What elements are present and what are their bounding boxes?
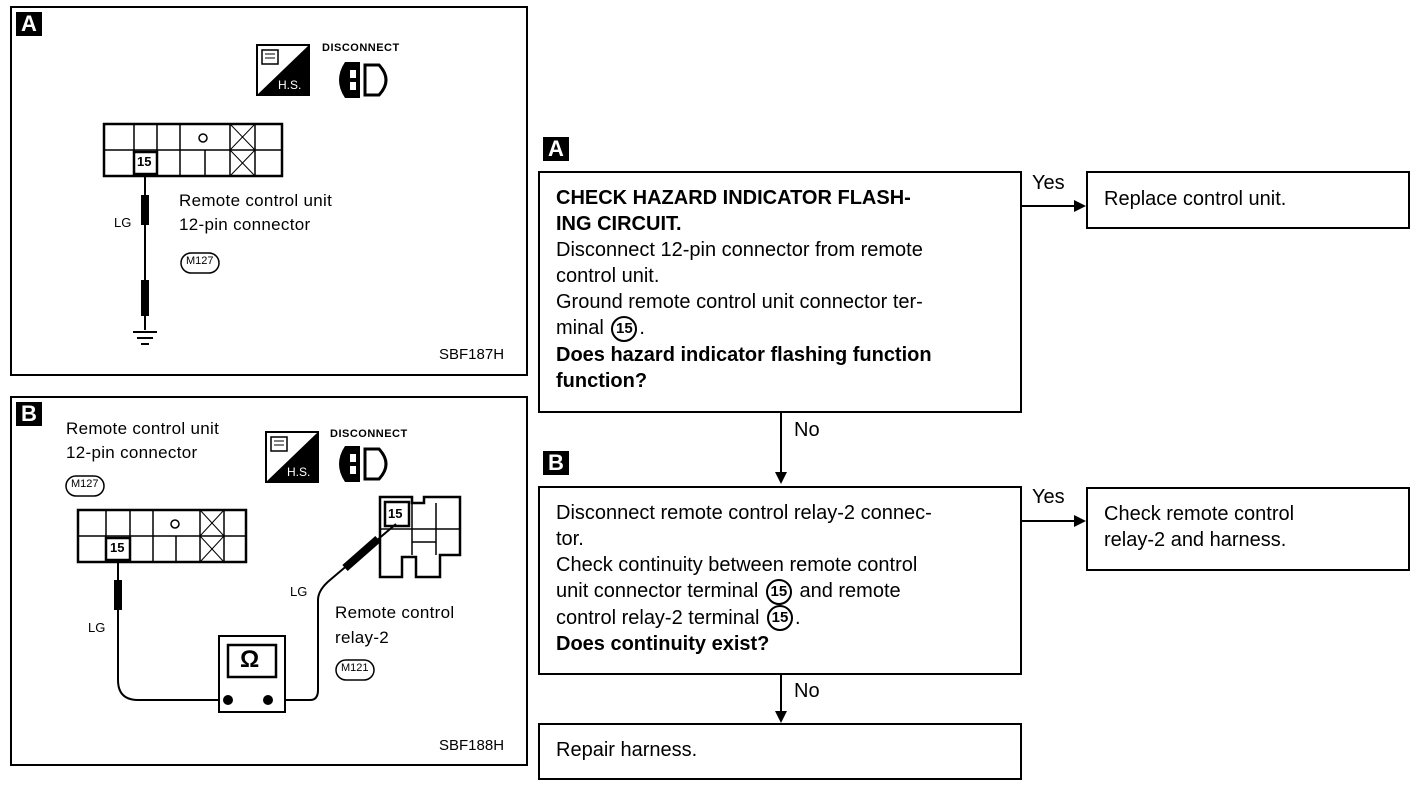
ohm-symbol: Ω	[240, 646, 260, 673]
relay-pin-b: 15	[388, 506, 403, 521]
step-a-no-label: No	[794, 419, 820, 441]
step-b-yes-result: Check remote control relay-2 and harness…	[1086, 487, 1410, 571]
connector-12pin-a	[102, 122, 284, 178]
reference-a: SBF187H	[439, 346, 505, 363]
panel-a-tag: A	[16, 12, 42, 36]
step-b-line1: Disconnect remote control relay-2 connec…	[556, 502, 932, 524]
reference-b: SBF188H	[439, 737, 505, 754]
terminal-number-badge: 15	[611, 315, 638, 342]
hs-label-a: H.S.	[278, 78, 302, 92]
step-a-line1: Disconnect 12-pin connector from remote	[556, 239, 923, 261]
connector-label-a-line1: Remote control unit	[179, 191, 333, 210]
harness-side-icon	[256, 44, 310, 96]
unit-pin-b: 15	[110, 540, 125, 555]
step-a-title-line2: ING CIRCUIT.	[556, 213, 682, 235]
relay-label-line1: Remote control	[335, 603, 455, 622]
step-a-line4: minal 15.	[556, 315, 1004, 342]
relay-label-line2: relay-2	[335, 628, 390, 647]
flow-arrows	[775, 200, 1086, 723]
unit-label-b-line1: Remote control unit	[66, 419, 220, 438]
step-a-tag: A	[543, 137, 569, 161]
connector-label-a-line2: 12-pin connector	[179, 215, 311, 234]
ohmmeter-wires	[114, 523, 397, 701]
step-b-question: Does continuity exist?	[556, 633, 770, 656]
ground-wire-a	[133, 174, 157, 345]
step-b-line4: unit connector terminal 15 and remote	[556, 578, 1004, 605]
step-a-question-line1: Does hazard indicator flashing function	[556, 343, 932, 366]
step-a-box: CHECK HAZARD INDICATOR FLASH- ING CIRCUI…	[538, 171, 1022, 413]
ohmmeter	[218, 635, 286, 713]
connector-code-bubble-b	[65, 475, 105, 497]
pin-number-a: 15	[137, 154, 152, 169]
connector-code-a: M127	[186, 255, 214, 267]
step-b-box: Disconnect remote control relay-2 connec…	[538, 486, 1022, 675]
step-b-line3: Check continuity between remote control	[556, 554, 918, 576]
step-a-line2: control unit.	[556, 265, 660, 287]
terminal-number-badge: 15	[766, 605, 793, 632]
terminal-number-badge: 15	[765, 578, 792, 605]
step-b-yes-label: Yes	[1032, 486, 1065, 508]
wire-color-left-b: LG	[88, 620, 106, 635]
step-b-line2: tor.	[556, 528, 584, 550]
relay-2-connector	[378, 495, 462, 579]
step-a-title-line1: CHECK HAZARD INDICATOR FLASH-	[556, 187, 911, 209]
step-b-line5: control relay-2 terminal 15.	[556, 605, 1004, 632]
step-b-no-result: Repair harness.	[538, 723, 1022, 780]
disconnect-label-a: DISCONNECT	[322, 42, 400, 54]
disconnect-connector-icon-b	[339, 446, 388, 482]
step-a-line3: Ground remote control unit connector ter…	[556, 291, 923, 313]
connector-12pin-b	[76, 508, 248, 564]
unit-code-b: M127	[71, 478, 99, 490]
relay-code-bubble	[335, 659, 375, 681]
step-a-question-line2: function?	[556, 369, 648, 392]
step-a-yes-result: Replace control unit.	[1086, 171, 1410, 229]
step-b-tag: B	[543, 451, 569, 475]
connector-code-bubble-a	[180, 252, 220, 274]
relay-code: M121	[341, 662, 369, 674]
hs-label-b: H.S.	[287, 465, 311, 479]
step-a-yes-label: Yes	[1032, 172, 1065, 194]
panel-b-tag: B	[16, 402, 42, 426]
step-b-no-label: No	[794, 680, 820, 702]
disconnect-label-b: DISCONNECT	[330, 428, 408, 440]
wire-color-right-b: LG	[290, 584, 308, 599]
unit-label-b-line2: 12-pin connector	[66, 443, 198, 462]
harness-side-icon-b	[265, 431, 319, 483]
wire-color-a: LG	[114, 215, 132, 230]
disconnect-connector-icon	[339, 62, 388, 98]
